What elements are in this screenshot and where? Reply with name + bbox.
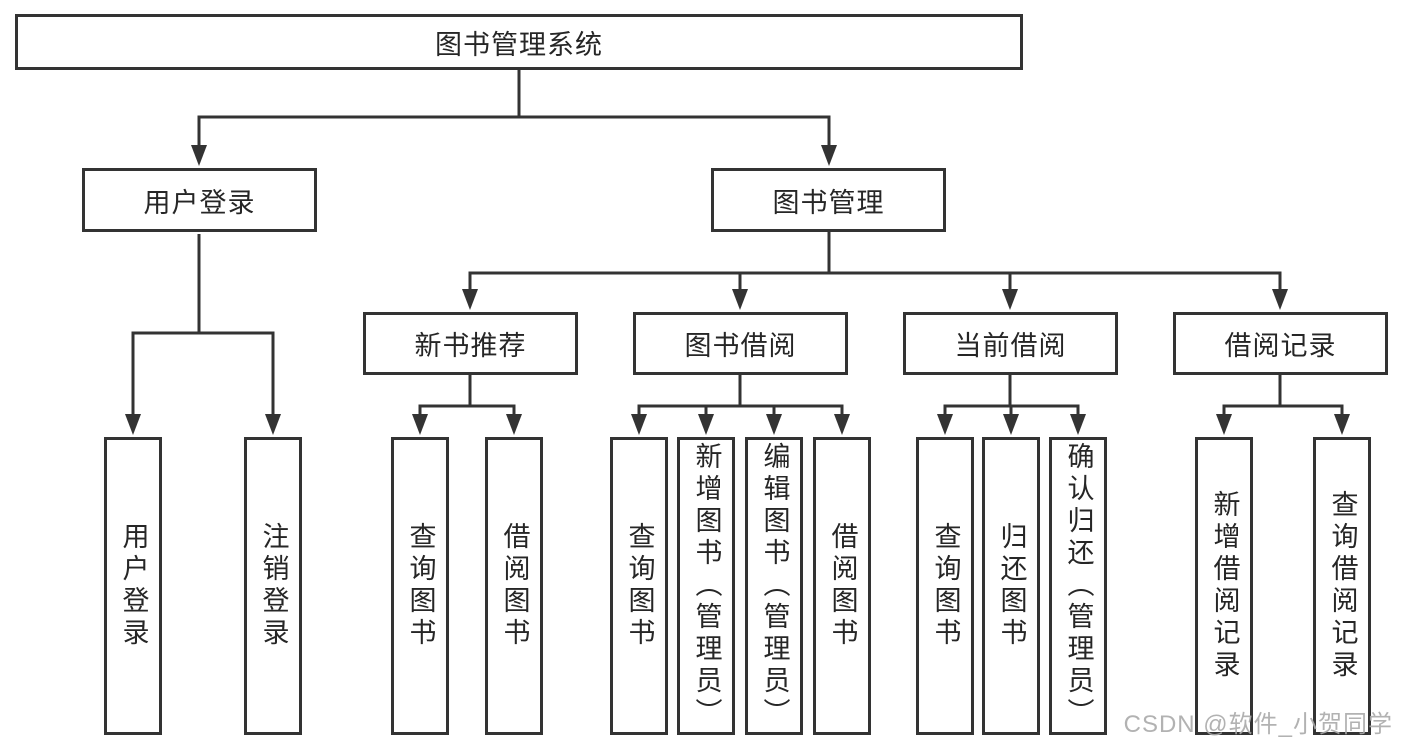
- leaf-current-query-books: 查询图书: [916, 437, 974, 735]
- node-new-book-recommendation: 新书推荐: [363, 312, 578, 375]
- arrowhead: [834, 414, 850, 435]
- arrowhead: [1070, 414, 1086, 435]
- arrowheads: [125, 145, 1350, 435]
- arrowhead: [191, 145, 207, 166]
- arrowhead: [506, 414, 522, 435]
- arrowhead: [821, 145, 837, 166]
- arrowhead: [1334, 414, 1350, 435]
- leaf-logout-login-label: 注销登录: [258, 522, 289, 650]
- leaf-records-query-borrow-record-label: 查询借阅记录: [1327, 490, 1358, 682]
- node-book-borrowing: 图书借阅: [633, 312, 848, 375]
- leaf-current-return-books: 归还图书: [982, 437, 1040, 735]
- node-new-book-recommendation-label: 新书推荐: [414, 331, 527, 361]
- arrowhead: [412, 414, 428, 435]
- node-user-login: 用户登录: [82, 168, 317, 232]
- arrowhead: [462, 289, 478, 310]
- leaf-borrow-query-books: 查询图书: [610, 437, 668, 735]
- arrowhead: [1002, 289, 1018, 310]
- leaf-current-return-books-label: 归还图书: [996, 522, 1027, 650]
- arrowhead: [125, 414, 141, 435]
- node-user-login-label: 用户登录: [143, 187, 256, 218]
- leaf-current-confirm-return-admin-label: 确认归还（管理员）: [1063, 442, 1094, 730]
- arrowhead: [1272, 289, 1288, 310]
- node-current-borrowing-label: 当前借阅: [954, 331, 1067, 361]
- node-book-borrowing-label: 图书借阅: [684, 331, 797, 361]
- node-borrowing-records-label: 借阅记录: [1224, 331, 1337, 361]
- leaf-user-login-label: 用户登录: [118, 522, 149, 650]
- leaf-borrow-edit-books-admin-label: 编辑图书（管理员）: [759, 442, 790, 730]
- leaf-recommend-query-books: 查询图书: [391, 437, 449, 735]
- arrowhead: [1003, 414, 1019, 435]
- arrowhead: [732, 289, 748, 310]
- leaf-recommend-borrow-books: 借阅图书: [485, 437, 543, 735]
- leaf-records-query-borrow-record: 查询借阅记录: [1313, 437, 1371, 735]
- leaf-records-add-borrow-record-label: 新增借阅记录: [1209, 490, 1240, 682]
- node-book-management: 图书管理: [711, 168, 946, 232]
- leaf-current-confirm-return-admin: 确认归还（管理员）: [1049, 437, 1107, 735]
- node-root: 图书管理系统: [15, 14, 1023, 70]
- leaf-borrow-edit-books-admin: 编辑图书（管理员）: [745, 437, 803, 735]
- leaf-borrow-query-books-label: 查询图书: [624, 522, 655, 650]
- leaf-borrow-borrow-books-label: 借阅图书: [827, 522, 858, 650]
- leaf-recommend-borrow-books-label: 借阅图书: [499, 522, 530, 650]
- leaf-borrow-add-books-admin: 新增图书（管理员）: [677, 437, 735, 735]
- leaf-records-add-borrow-record: 新增借阅记录: [1195, 437, 1253, 735]
- arrowhead: [265, 414, 281, 435]
- node-borrowing-records: 借阅记录: [1173, 312, 1388, 375]
- watermark-text: CSDN @软件_小贺同学: [1123, 711, 1393, 738]
- arrowhead: [937, 414, 953, 435]
- arrowhead: [766, 414, 782, 435]
- arrowhead: [698, 414, 714, 435]
- node-root-label: 图书管理系统: [435, 29, 603, 60]
- arrowhead: [1216, 414, 1232, 435]
- leaf-borrow-add-books-admin-label: 新增图书（管理员）: [691, 442, 722, 730]
- arrowhead: [631, 414, 647, 435]
- leaf-recommend-query-books-label: 查询图书: [405, 522, 436, 650]
- leaf-logout-login: 注销登录: [244, 437, 302, 735]
- leaf-user-login: 用户登录: [104, 437, 162, 735]
- leaf-borrow-borrow-books: 借阅图书: [813, 437, 871, 735]
- leaf-current-query-books-label: 查询图书: [930, 522, 961, 650]
- node-book-management-label: 图书管理: [772, 187, 885, 218]
- node-current-borrowing: 当前借阅: [903, 312, 1118, 375]
